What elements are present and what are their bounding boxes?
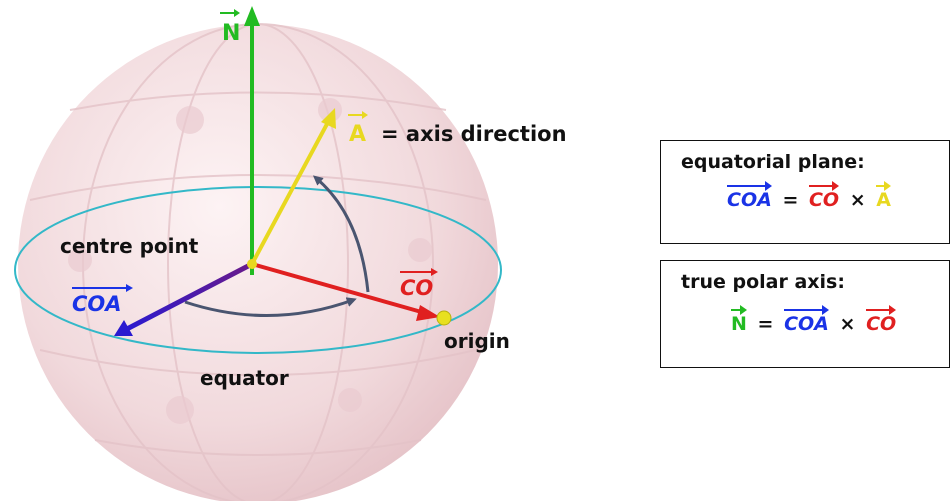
axis-vector-arrow [250, 108, 336, 265]
co-vector-arrow [251, 262, 440, 321]
svg-text:CO: CO [400, 276, 433, 300]
angle-arc-upper [312, 175, 370, 293]
axis-label: A = axis direction [348, 111, 567, 147]
co-label: CO [400, 268, 438, 300]
coa-label: COA [72, 284, 133, 316]
angle-arc-lower [184, 297, 357, 317]
sphere [18, 23, 498, 501]
co-term: CO [866, 305, 897, 335]
true-polar-axis-title: true polar axis: [681, 271, 845, 293]
equator-label: equator [200, 366, 289, 390]
centre-point-label: centre point [60, 234, 199, 258]
svg-text:COA: COA [72, 292, 122, 316]
svg-text:= axis direction: = axis direction [381, 122, 567, 146]
equals-sign: = [757, 313, 774, 335]
north-label: N [220, 9, 240, 46]
centre-point-marker [247, 259, 257, 269]
cross-sign: × [849, 189, 866, 211]
true-polar-axis-equation: N = COA × CO [731, 305, 897, 335]
coa-term: COA [727, 181, 772, 211]
equator-ellipse [14, 186, 502, 354]
equatorial-plane-equation: COA = CO × A [727, 181, 891, 211]
coa-term: COA [784, 305, 829, 335]
true-polar-axis-box: true polar axis: N = COA × CO [660, 260, 950, 368]
north-vector-arrow [244, 6, 260, 275]
co-term: CO [808, 181, 840, 211]
equatorial-plane-box: equatorial plane: COA = CO × A [660, 140, 950, 244]
a-term: A [876, 181, 891, 211]
origin-marker [436, 310, 452, 326]
origin-label: origin [444, 329, 510, 353]
equatorial-plane-title: equatorial plane: [681, 151, 865, 173]
coa-vector-arrow [114, 261, 254, 336]
cross-sign: × [839, 313, 856, 335]
svg-text:N: N [222, 21, 240, 46]
svg-text:A: A [349, 122, 366, 147]
n-term: N [731, 305, 747, 335]
equals-sign: = [782, 189, 799, 211]
